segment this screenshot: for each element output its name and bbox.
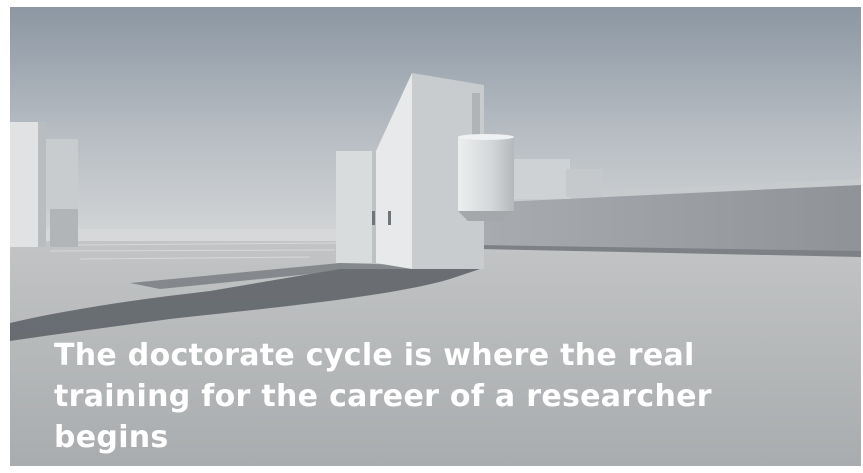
left-building-tower-shade [38,122,46,247]
central-tower-recess [472,93,480,153]
central-tower-slope [376,73,412,269]
window-slit [372,211,375,225]
left-building-lower [50,209,78,247]
left-building-block [46,139,78,209]
ground-lines [49,242,341,260]
distant-block [566,169,602,197]
central-building-left-block [336,151,376,263]
caption-text: The doctorate cycle is where the real tr… [54,338,712,455]
long-wall-base [480,245,861,257]
architectural-render [10,7,861,466]
cylinder-top [458,134,514,140]
slide-image: The doctorate cycle is where the real tr… [10,7,861,466]
cylinder-underside [458,211,514,221]
building-shadow-soft [130,263,480,289]
cylinder-volume [458,137,514,211]
central-tower-front [412,73,484,269]
window-slit [388,211,391,225]
long-wall [480,185,861,253]
building-shadow [10,269,480,341]
distant-block [510,159,570,199]
central-building-left-block-side [372,151,378,263]
